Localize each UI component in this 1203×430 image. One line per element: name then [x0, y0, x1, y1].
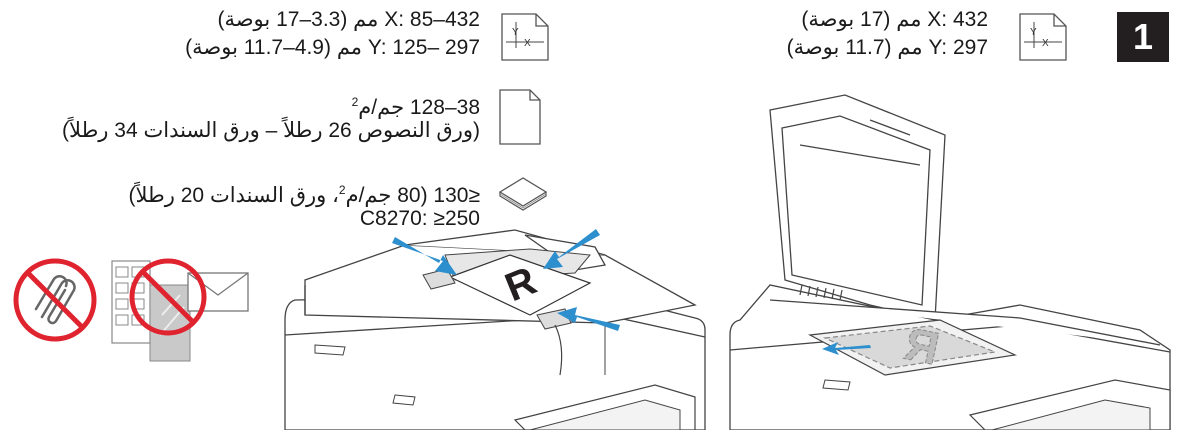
- alignment-arrow: [822, 342, 871, 355]
- no-paper-clips-icon: [13, 258, 97, 342]
- paper-weight-value: 38–128 جم/م: [358, 96, 480, 119]
- printer-glass-illustration: R: [729, 94, 1171, 430]
- insert-arrow-right: [543, 229, 600, 269]
- adf-size-y: Y: 125– 297 مم (4.9–11.7 بوصة): [185, 36, 480, 59]
- adf-size-x: X: 85–432 مم (3.3–17 بوصة): [217, 8, 480, 31]
- svg-text:Y: Y: [1030, 27, 1037, 38]
- adf-capacity-c8270: C8270: ≥250: [359, 207, 480, 230]
- svg-text:X: X: [524, 38, 531, 49]
- adf-capacity: ≤130 (80 جم/م2، ورق السندات 20 رطلاً): [129, 178, 480, 208]
- no-labels-transparencies-envelopes-icon: [111, 258, 249, 362]
- adf-capacity-note: ، ورق السندات 20 رطلاً): [128, 184, 339, 207]
- glass-size-x: X: 432 مم (17 بوصة): [801, 8, 988, 31]
- glass-size-y: Y: 297 مم (11.7 بوصة): [786, 36, 988, 59]
- svg-text:Y: Y: [512, 27, 519, 38]
- paper-size-icon: Y X: [1019, 13, 1067, 61]
- document-sheet: [448, 254, 592, 316]
- adf-capacity-value: ≤130 (80 جم/م: [345, 184, 480, 207]
- paper-weight-unit-exponent: 2: [351, 95, 359, 109]
- paper-sheet-icon: [499, 89, 541, 145]
- paper-size-icon: Y X: [501, 13, 549, 61]
- adf-capacity-unit-exponent: 2: [338, 183, 346, 197]
- insert-arrow-left: [392, 237, 457, 275]
- paper-weight-range: 38–128 جم/م2: [352, 90, 480, 120]
- svg-text:X: X: [1042, 38, 1049, 49]
- document-on-glass: [822, 325, 998, 369]
- paper-stack-icon: [498, 177, 548, 211]
- paper-weight-description: (ورق النصوص 26 رطلاً – ورق السندات 34 رط…: [62, 119, 480, 142]
- printer-adf-illustration: R: [284, 229, 706, 430]
- step-number-badge: 1: [1117, 12, 1169, 62]
- insert-arrow-bottom: [557, 307, 620, 331]
